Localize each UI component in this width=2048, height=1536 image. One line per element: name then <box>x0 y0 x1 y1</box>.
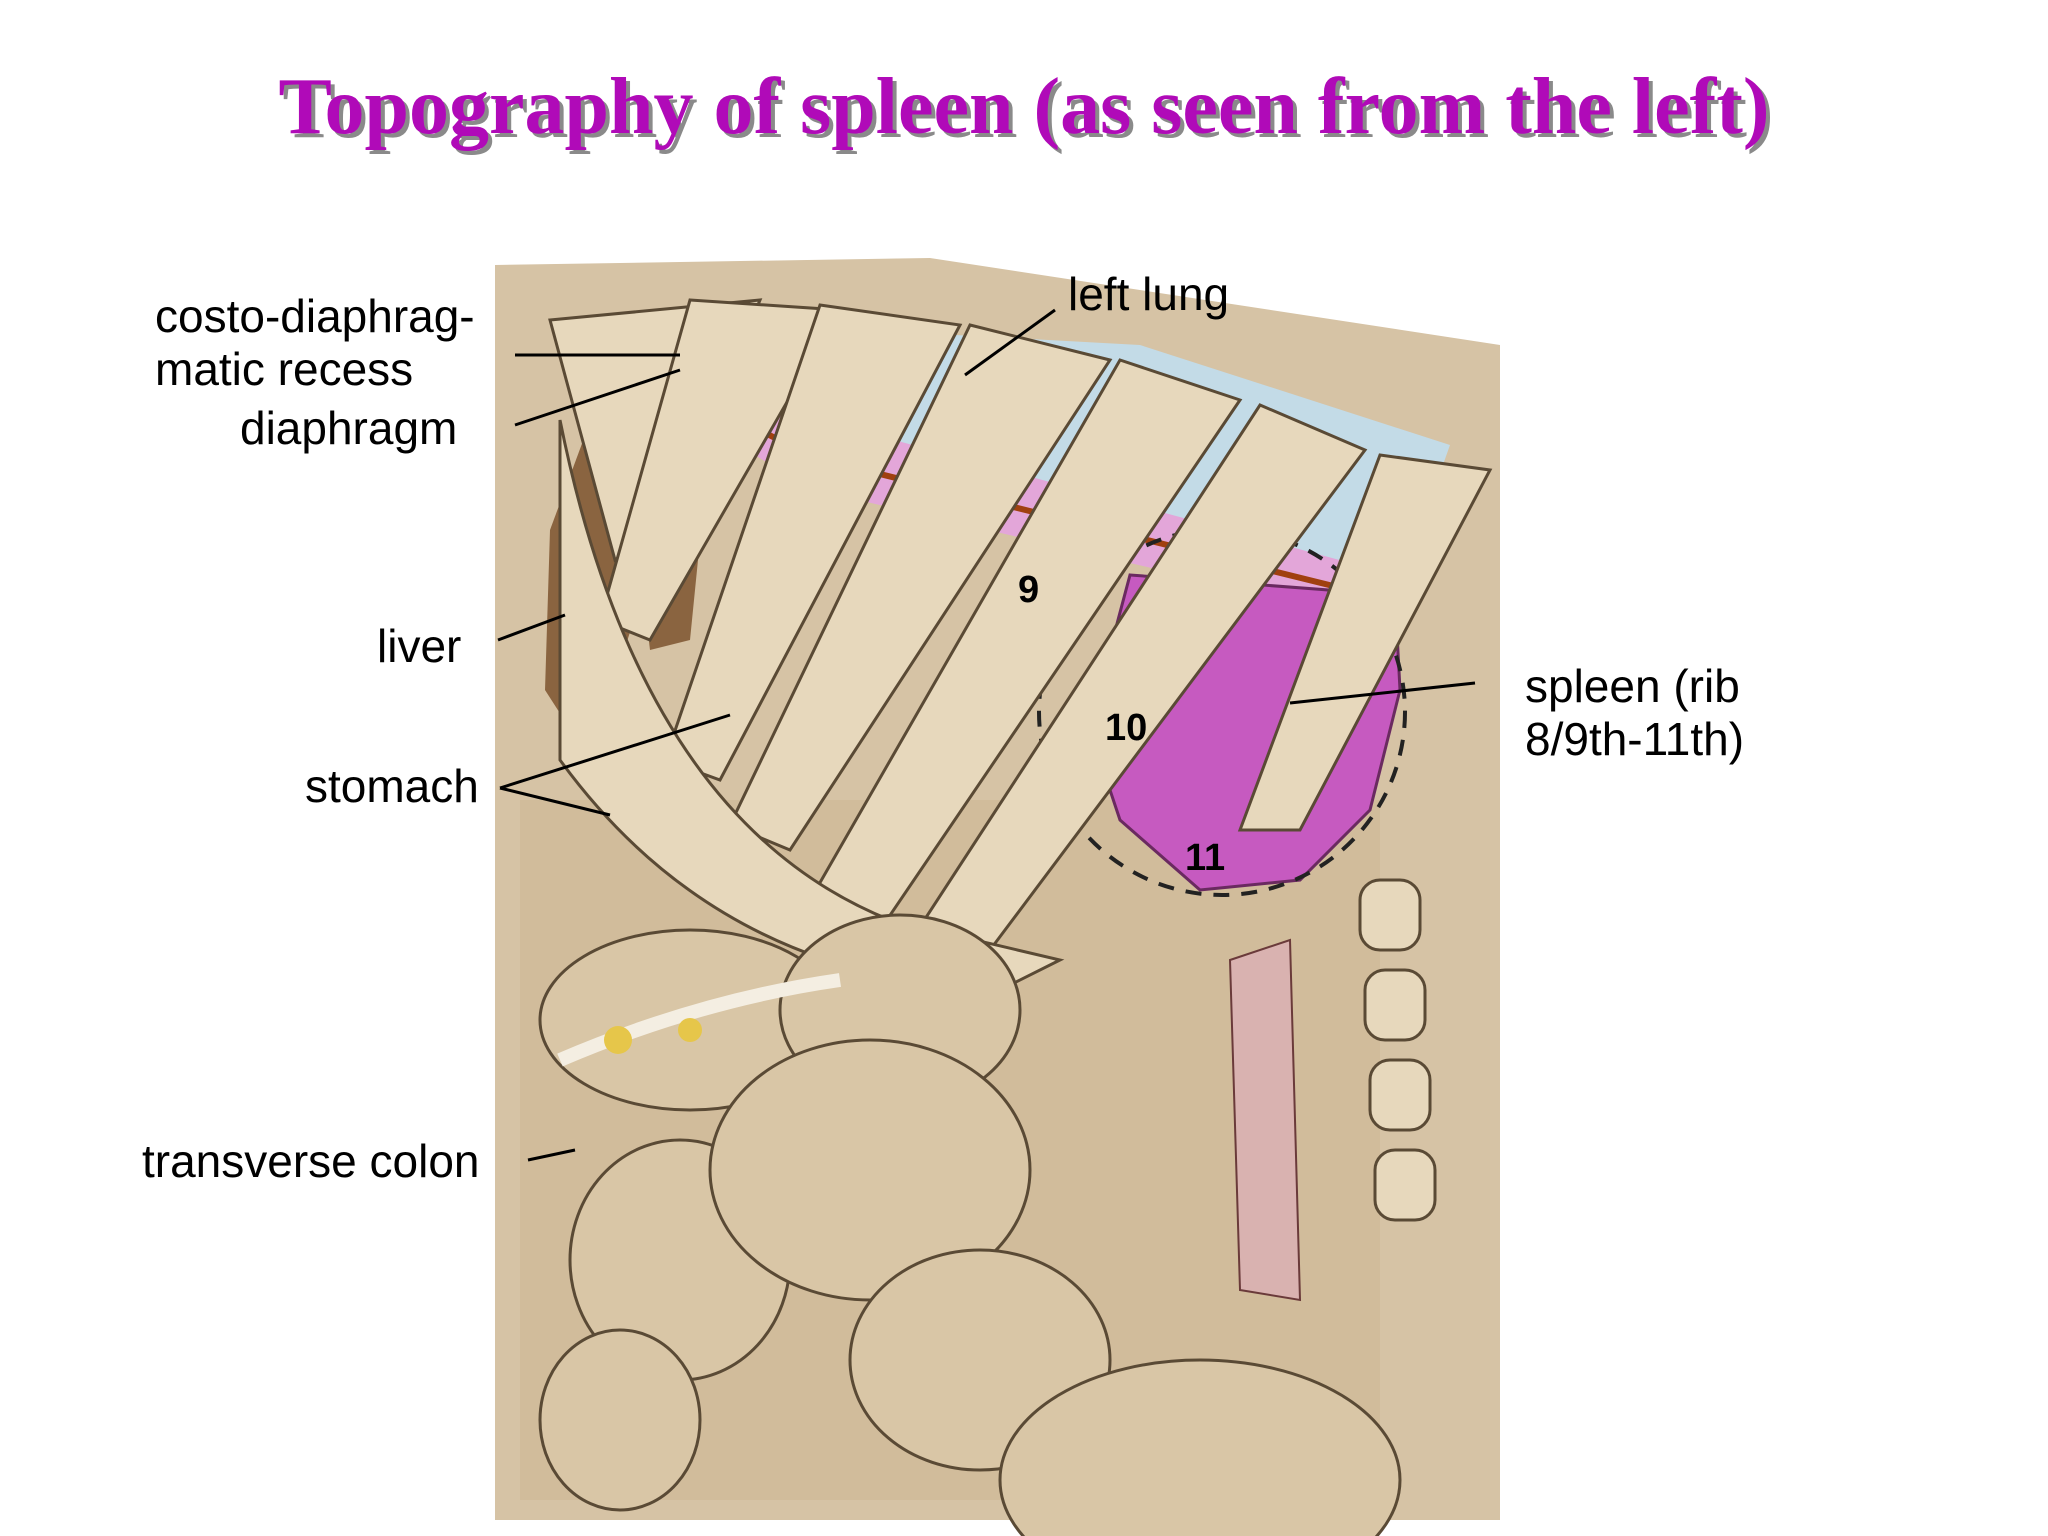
vertebra <box>1368 1058 1432 1132</box>
leader-stomach-b <box>499 786 611 817</box>
rib <box>663 303 963 782</box>
rib <box>598 298 843 642</box>
label-liver: liver <box>377 620 462 672</box>
intestine-loop <box>538 1328 702 1512</box>
label-costo-line1: costo-diaphrag- <box>155 290 475 342</box>
label-transverse-colon: transverse colon <box>142 1135 480 1187</box>
label-spleen: spleen (rib 8/9th-11th) <box>1525 660 1744 766</box>
fat-nodule <box>678 1018 702 1042</box>
intestine-loop <box>998 1358 1402 1536</box>
label-costo-line2: matic recess <box>155 342 414 395</box>
rib <box>727 323 1113 852</box>
leader-transverse-colon <box>527 1148 576 1162</box>
spleen-projection-circle <box>1037 527 1407 897</box>
vertebra <box>1373 1148 1437 1222</box>
rib-number-10: 10 <box>1105 707 1147 749</box>
leader-left-lung <box>964 308 1056 377</box>
label-diaphragm: diaphragm <box>240 402 458 454</box>
leader-liver <box>497 613 566 642</box>
label-spleen-line2: 8/9th-11th) <box>1525 712 1745 765</box>
leader-stomach-a <box>499 713 731 790</box>
mesentery-vessel <box>557 973 841 1067</box>
psoas-muscle <box>1228 938 1302 1302</box>
label-costo-diaphragmatic-recess: costo-diaphrag- matic recess <box>155 290 475 396</box>
label-stomach: stomach <box>305 760 479 812</box>
vertebra <box>1363 968 1427 1042</box>
leader-diaphragm <box>514 368 681 427</box>
rib <box>1237 453 1493 832</box>
rib-number-11: 11 <box>1185 837 1225 879</box>
label-left-lung: left lung <box>1068 268 1230 320</box>
page-title: Topography of spleen (as seen from the l… <box>278 63 1770 151</box>
leader-spleen <box>1289 681 1476 705</box>
fat-nodule <box>604 1026 632 1054</box>
rib-number-9: 9 <box>1018 569 1039 611</box>
label-spleen-line1: spleen (rib <box>1525 660 1740 712</box>
vertebra <box>1358 878 1422 952</box>
